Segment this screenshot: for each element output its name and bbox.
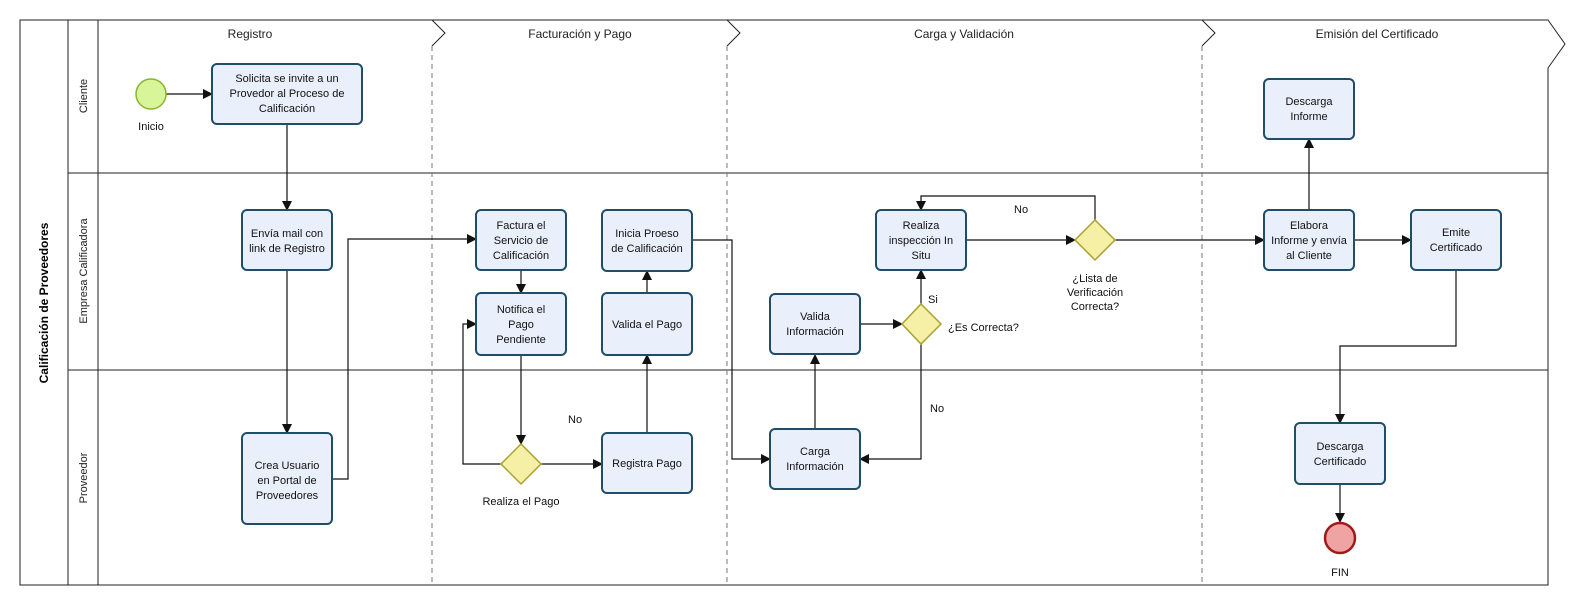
task-factura[interactable]: Factura el Servicio de Calificación — [475, 209, 567, 271]
task-line: en Portal de — [257, 475, 316, 487]
task-line: Crea Usuario — [255, 460, 320, 472]
task-line: Inicia Proeso — [615, 228, 679, 240]
task-solicita[interactable]: Solicita se invite a un Provedor al Proce… — [211, 63, 363, 125]
phase-carga: Carga y Validación — [914, 27, 1014, 41]
flow-lista-realiza-no — [916, 195, 1096, 220]
start-event-label: Inicio — [138, 121, 164, 133]
flow-label-no-correcta: No — [930, 403, 944, 415]
gateway-label-line: Verificación — [1067, 287, 1123, 299]
sequence-flows — [166, 89, 1457, 523]
phase-facturacion: Facturación y Pago — [528, 27, 632, 41]
svg-text:Valida el Pago: Valida el Pago — [612, 319, 682, 331]
flow-label-no-pago: No — [568, 414, 582, 426]
task-line: Calificación — [259, 103, 315, 115]
lane-empresa: Empresa Calificadora — [78, 218, 90, 324]
phase-emision: Emisión del Certificado — [1316, 27, 1439, 41]
task-line: Registra Pago — [612, 458, 682, 470]
task-line: Información — [786, 461, 843, 473]
task-line: Situ — [912, 250, 931, 262]
end-event[interactable] — [1323, 521, 1357, 555]
lane-proveedor: Proveedor — [78, 452, 90, 503]
task-line: Provedor al Proceso de — [230, 88, 345, 100]
task-line: Envía mail con — [251, 228, 323, 240]
svg-text:Registra Pago: Registra Pago — [612, 458, 682, 470]
task-line: inspección In — [889, 235, 953, 247]
task-line: Valida — [800, 311, 831, 323]
end-event-label: FIN — [1331, 567, 1349, 579]
task-line: Factura el — [497, 220, 546, 232]
gateway-es-correcta-label: ¿Es Correcta? — [948, 322, 1019, 334]
phase-registro: Registro — [228, 27, 273, 41]
task-line: Realiza — [903, 220, 941, 232]
gateway-lista-verificacion[interactable] — [1073, 218, 1117, 262]
gateway-realiza-pago-label: Realiza el Pago — [482, 496, 559, 508]
task-line: Valida el Pago — [612, 319, 682, 331]
task-realiza-inspeccion[interactable]: Realiza inspección In Situ — [875, 209, 967, 271]
lane-cliente: Cliente — [78, 79, 90, 113]
task-line: al Cliente — [1286, 250, 1332, 262]
gateway-es-correcta[interactable] — [900, 302, 943, 346]
task-line: de Calificación — [611, 243, 683, 255]
task-line: Emite — [1442, 227, 1470, 239]
task-line: Notifica el — [497, 304, 545, 316]
task-line: Información — [786, 326, 843, 338]
pool — [19, 19, 1566, 586]
task-line: Informe — [1290, 111, 1327, 123]
pool-title: Calificación de Proveedores — [37, 222, 51, 383]
flow-crea-factura — [332, 234, 477, 480]
task-valida-pago[interactable]: Valida el Pago — [601, 292, 693, 356]
flow-inicia-carga — [692, 239, 771, 464]
start-event[interactable] — [135, 78, 167, 110]
flow-gateway-notifica-no — [462, 319, 501, 465]
task-line: Servicio de — [494, 235, 548, 247]
task-line: Informe y envía — [1271, 235, 1348, 247]
gateway-realiza-pago[interactable] — [499, 442, 543, 486]
task-line: Descarga — [1316, 441, 1364, 453]
task-line: Descarga — [1285, 96, 1333, 108]
task-line: Certificado — [1430, 242, 1483, 254]
task-line: Pendiente — [496, 334, 546, 346]
task-line: Certificado — [1314, 456, 1367, 468]
task-envia-mail[interactable]: Envía mail con link de Registro — [241, 209, 333, 271]
task-crea-usuario[interactable]: Crea Usuario en Portal de Proveedores — [241, 432, 333, 525]
task-registra-pago[interactable]: Registra Pago — [601, 432, 693, 494]
gateway-label-line: ¿Lista de — [1072, 273, 1117, 285]
flow-label-si: Si — [928, 294, 938, 306]
gateway-label-line: Correcta? — [1071, 301, 1119, 313]
task-line: Calificación — [493, 250, 549, 262]
task-line: Elabora — [1290, 220, 1329, 232]
task-line: Solicita se invite a un — [235, 73, 338, 85]
task-line: Carga — [800, 446, 831, 458]
task-line: Proveedores — [256, 490, 319, 502]
flow-gateway-carga-no — [859, 344, 922, 464]
task-line: link de Registro — [249, 243, 325, 255]
task-line: Pago — [508, 319, 534, 331]
flow-emite-descarga-cert — [1335, 270, 1457, 424]
flow-label-no-lista: No — [1014, 204, 1028, 216]
task-inicia[interactable]: Inicia Proeso de Calificación — [601, 209, 693, 272]
